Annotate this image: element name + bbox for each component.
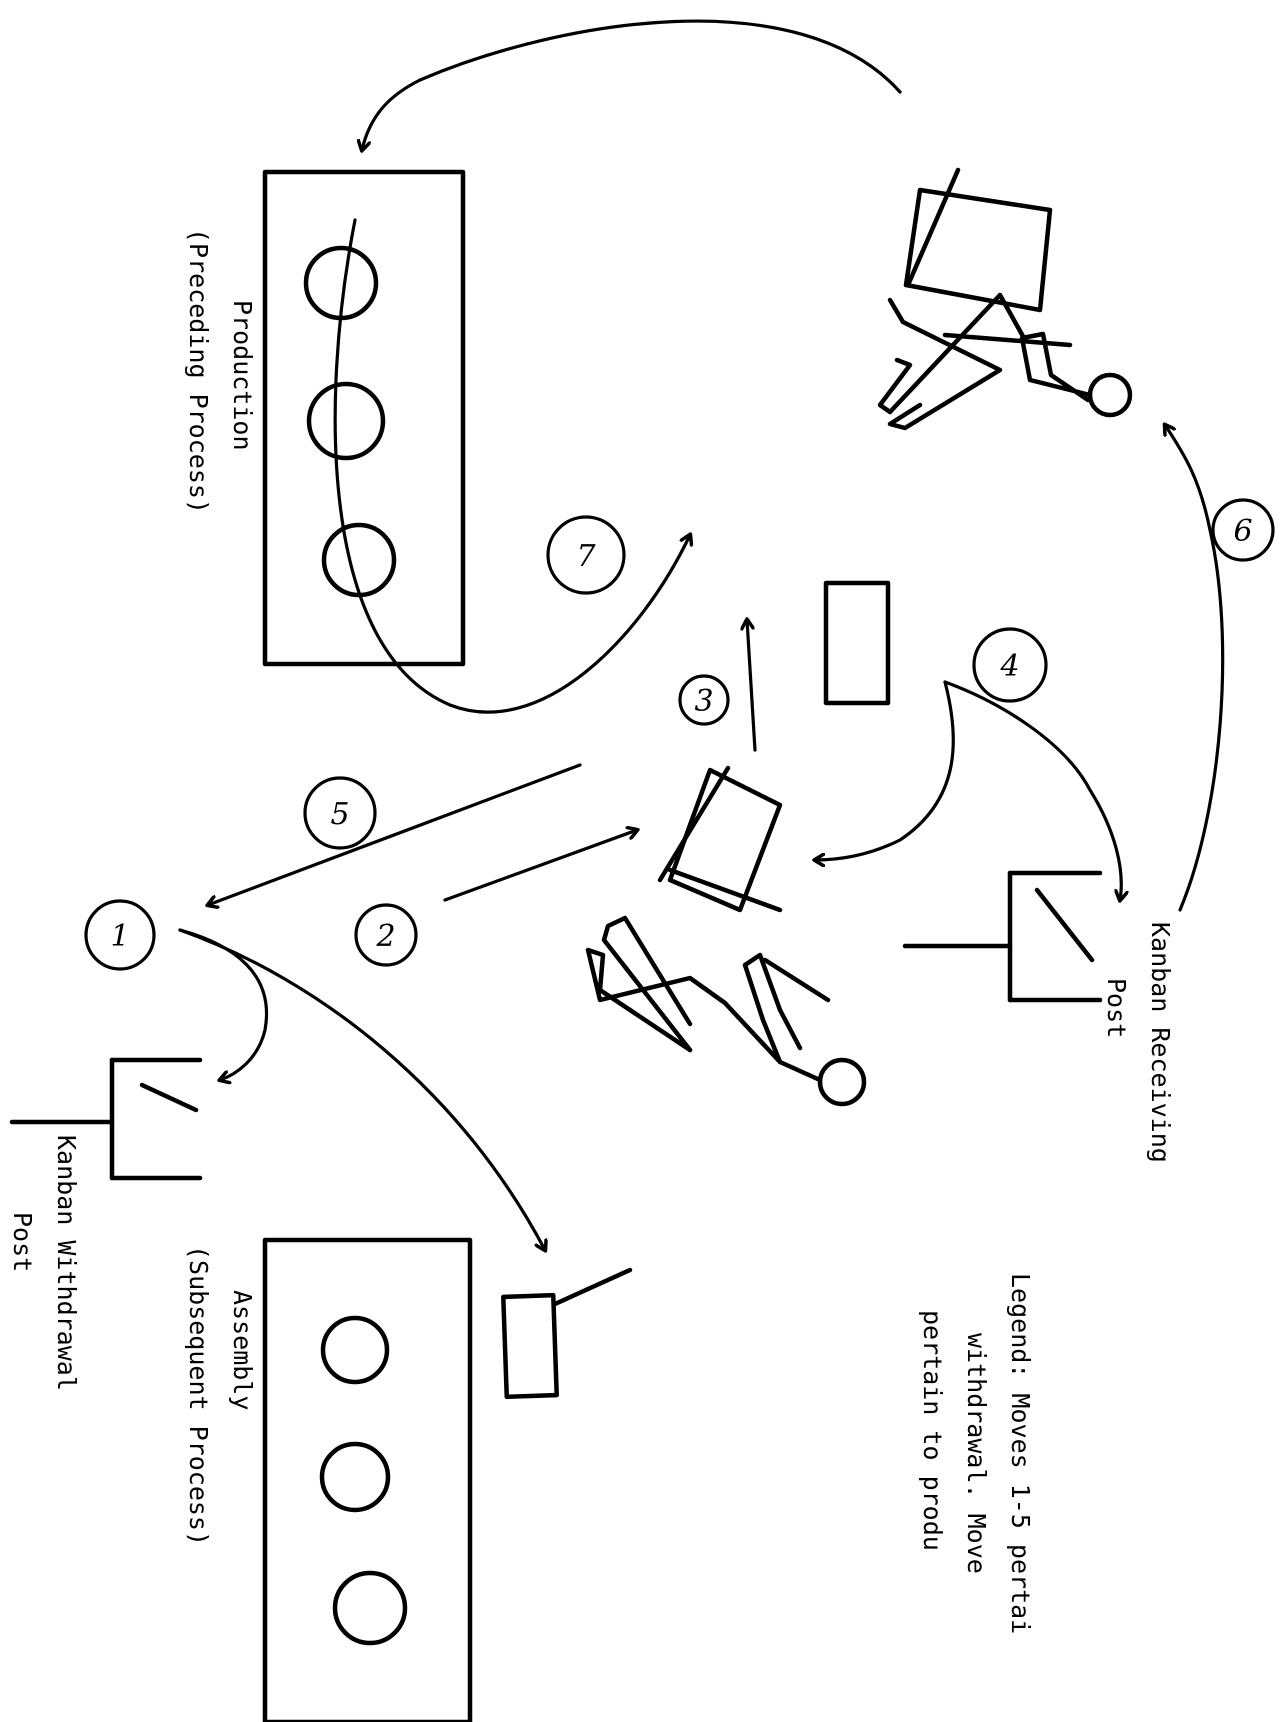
move-4-arrow-to-worker [815,682,953,860]
worker-figure [588,768,864,1104]
svg-text:4: 4 [999,649,1019,684]
move-1-arrow-to-assembly-card [180,930,545,1250]
assembly-sublabel: (Subsequent Process) [184,1245,213,1546]
kanban-receiving-label: Kanban Receiving [1146,922,1175,1163]
move-3-arrow [747,620,755,750]
move-badge-7: 7 [548,517,624,593]
move-7-arrow [335,220,690,712]
production-station-circle [309,384,383,458]
move-badge-4: 4 [974,629,1046,701]
move-6-arrow [1165,425,1223,910]
production-station-circle [324,525,394,595]
return-to-production-arrow [362,21,900,150]
assembly-process-box [265,1240,470,1722]
production-label: Production [228,300,257,451]
svg-text:3: 3 [694,684,713,719]
worker-figure [880,170,1130,428]
production-sublabel: (Preceding Process) [184,228,213,514]
move-badge-3: 3 [680,676,728,724]
kanban-withdrawal-sublabel: Post [8,1212,37,1272]
assembly-station-circle [322,1444,388,1510]
svg-text:1: 1 [110,919,129,954]
move-badge-5: 5 [305,778,375,848]
kanban-receiving-sublabel: Post [1102,978,1131,1038]
move-4-arrow-to-post [945,682,1121,900]
move-badge-1: 1 [86,901,154,969]
move-badge-2: 2 [356,905,416,965]
svg-text:6: 6 [1233,514,1252,549]
svg-text:2: 2 [375,919,395,954]
kanban-withdrawal-label: Kanban Withdrawal [52,1135,81,1391]
svg-text:7: 7 [576,539,596,574]
kanban-receiving-post [905,873,1100,1000]
production-process-box [265,172,463,664]
assembly-station-circle [323,1318,387,1382]
kanban-card [826,583,888,703]
svg-text:5: 5 [330,797,349,832]
move-1-arrow-to-withdrawal-post [180,930,267,1080]
move-2-arrow [445,830,637,900]
legend-line-3: pertain to produ [918,1310,947,1551]
kanban-card-on-post [503,1270,630,1397]
move-badge-6: 6 [1213,500,1273,560]
kanban-withdrawal-post [12,1060,200,1178]
assembly-station-circle [335,1573,405,1643]
move-5-arrow [208,765,580,905]
legend-line-1: Legend: Moves 1-5 pertai [1006,1273,1035,1634]
assembly-label: Assembly [228,1290,257,1410]
legend-line-2: withdrawal. Move [962,1333,991,1574]
